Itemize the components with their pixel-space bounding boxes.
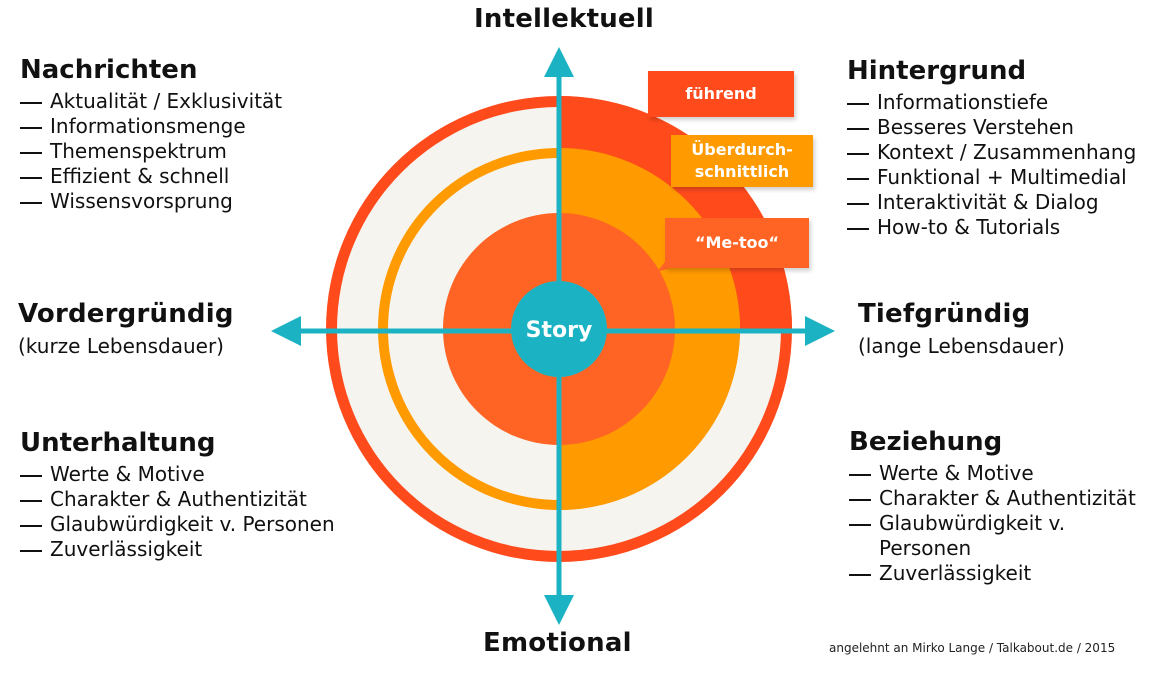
list-item: Zuverlässigkeit — [20, 537, 335, 562]
list-item: Interaktivität & Dialog — [847, 190, 1136, 215]
credit-line: angelehnt an Mirko Lange / Talkabout.de … — [829, 641, 1116, 655]
list-item: Charakter & Authentizität — [849, 486, 1149, 511]
axis-label-right: Tiefgründig — [858, 299, 1031, 329]
above-average-tag-line1: Überdurch- — [691, 140, 793, 159]
quadrant-background: Hintergrund Informationstiefe Besseres V… — [847, 56, 1136, 240]
list-item: Aktualität / Exklusivität — [20, 89, 282, 114]
leading-tag: führend — [648, 71, 794, 117]
list-item: Besseres Verstehen — [847, 115, 1136, 140]
list-item: Informationstiefe — [847, 90, 1136, 115]
quadrant-background-title: Hintergrund — [847, 56, 1027, 86]
list-item: Zuverlässigkeit — [849, 561, 1149, 586]
story-label: Story — [526, 318, 593, 343]
list-item: Glaubwürdigkeit v. Personen — [849, 511, 1099, 561]
axis-label-top: Intellektuell — [474, 4, 654, 34]
quadrant-news: Nachrichten Aktualität / Exklusivität In… — [20, 55, 282, 214]
list-item: How-to & Tutorials — [847, 215, 1136, 240]
above-average-tag-line2: schnittlich — [694, 162, 790, 181]
quadrant-background-list: Informationstiefe Besseres Verstehen Kon… — [847, 90, 1136, 240]
above-average-tag: Überdurch- schnittlich — [671, 135, 813, 187]
quadrant-relationship-list: Werte & Motive Charakter & Authentizität… — [849, 461, 1149, 586]
quadrant-news-list: Aktualität / Exklusivität Informationsme… — [20, 89, 282, 214]
list-item: Effizient & schnell — [20, 164, 282, 189]
quadrant-relationship-title: Beziehung — [849, 427, 1003, 457]
axis-label-left: Vordergründig — [18, 299, 234, 329]
list-item: Werte & Motive — [20, 462, 335, 487]
quadrant-news-title: Nachrichten — [20, 55, 198, 85]
quadrant-entertainment: Unterhaltung Werte & Motive Charakter & … — [20, 428, 335, 562]
me-too-tag-label: “Me-too“ — [694, 233, 780, 252]
list-item: Glaubwürdigkeit v. Personen — [20, 512, 335, 537]
axis-sublabel-left: (kurze Lebensdauer) — [18, 334, 224, 358]
me-too-tag: “Me-too“ — [665, 218, 809, 268]
quadrant-entertainment-title: Unterhaltung — [20, 428, 216, 458]
list-item: Funktional + Multimedial — [847, 165, 1136, 190]
leading-tag-label: führend — [685, 84, 757, 103]
axis-sublabel-right: (lange Lebensdauer) — [858, 334, 1065, 358]
list-item: Informationsmenge — [20, 114, 282, 139]
list-item: Themenspektrum — [20, 139, 282, 164]
list-item: Charakter & Authentizität — [20, 487, 335, 512]
axis-label-bottom: Emotional — [483, 628, 632, 658]
list-item: Werte & Motive — [849, 461, 1149, 486]
list-item: Wissensvorsprung — [20, 189, 282, 214]
story-circle — [511, 281, 607, 377]
quadrant-relationship: Beziehung Werte & Motive Charakter & Aut… — [849, 427, 1149, 586]
list-item: Kontext / Zusammenhang — [847, 140, 1136, 165]
quadrant-entertainment-list: Werte & Motive Charakter & Authentizität… — [20, 462, 335, 562]
